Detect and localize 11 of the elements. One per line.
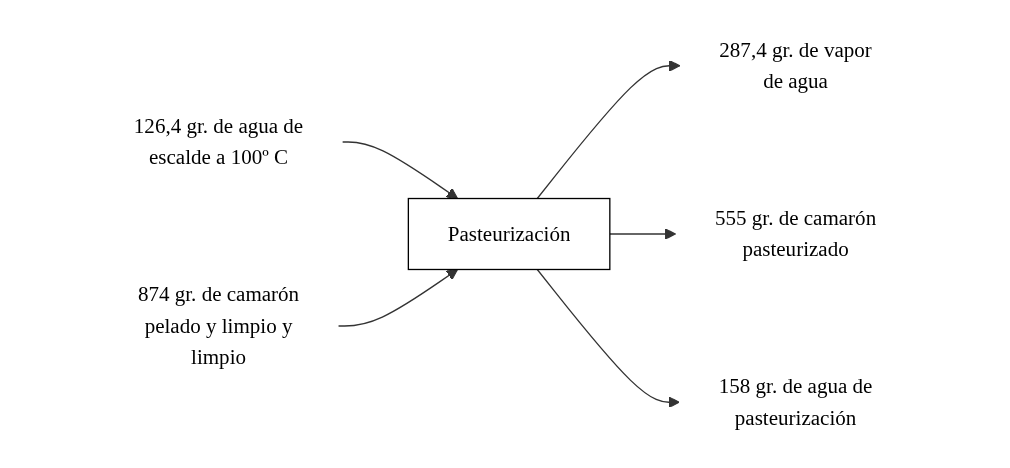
arrow bbox=[342, 141, 459, 200]
node-text: 126,4 gr. de agua de escalde a 100º C bbox=[133, 114, 304, 169]
arrow bbox=[536, 60, 681, 200]
arrow bbox=[337, 268, 459, 327]
node-text: 874 gr. de camarón pelado y limpio y limpio bbox=[137, 282, 300, 369]
arrow bbox=[609, 228, 677, 240]
node-text: 555 gr. de camarón pasteurizado bbox=[714, 206, 877, 261]
arrow bbox=[536, 268, 680, 408]
node-text: 287,4 gr. de vapor de agua bbox=[719, 38, 872, 93]
node-text: 158 gr. de agua de pasteurización bbox=[718, 374, 873, 429]
node-box: Pasteurización bbox=[407, 197, 611, 271]
